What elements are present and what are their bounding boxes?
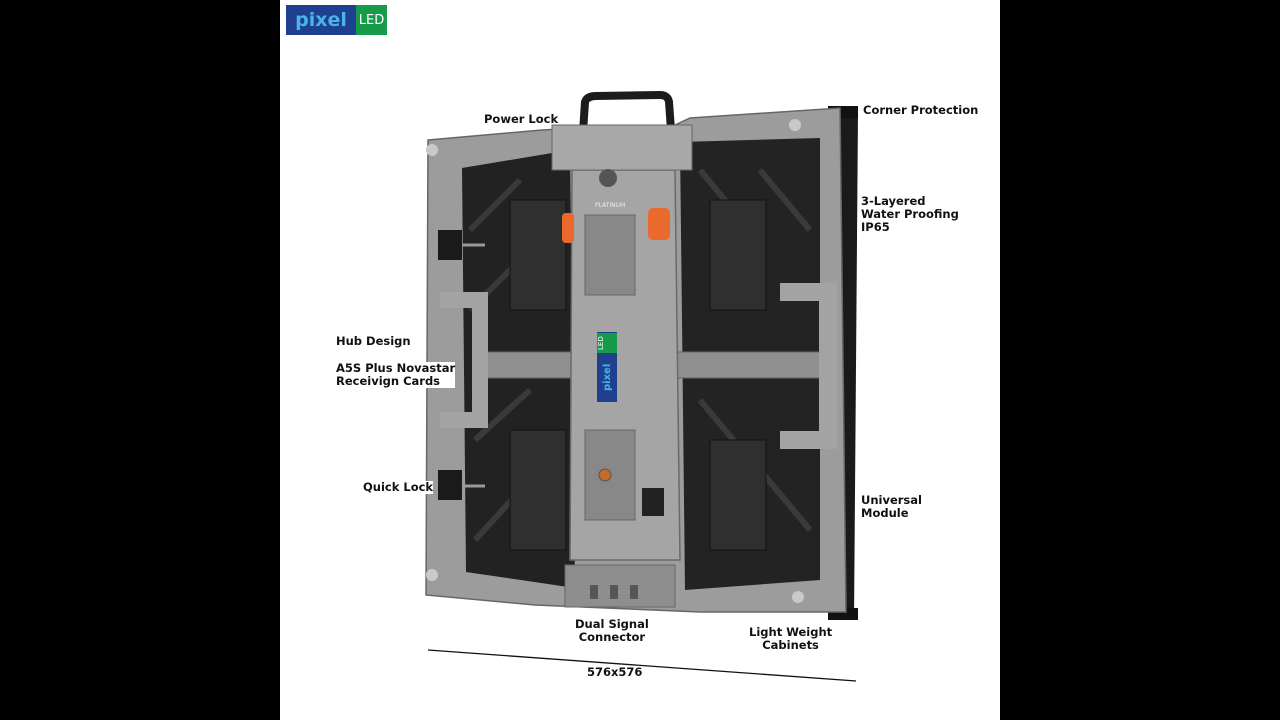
carry-handle <box>579 90 675 133</box>
label-power-lock: Power Lock <box>484 112 559 126</box>
panel-badge-word: pixel <box>601 363 613 391</box>
panel-badge: LED pixel <box>597 332 617 402</box>
logo-suffix: LED <box>356 5 387 35</box>
label-light-weight: Light Weight Cabinets <box>749 625 833 652</box>
label-dual-signal: Dual Signal Connector <box>575 617 649 644</box>
brand-logo: pixel LED <box>286 5 387 35</box>
label-hub-design: Hub Design <box>336 334 411 348</box>
product-canvas: pixel LED <box>280 0 1000 720</box>
platinum-label: PLATINUM <box>595 202 625 209</box>
power-lock-left <box>562 213 574 243</box>
panel-badge-suffix: LED <box>597 333 617 353</box>
label-dimension: 576x576 <box>587 665 643 679</box>
label-universal-module: Universal Module <box>861 493 922 520</box>
led-cabinet-illustration: PLATINUM <box>425 90 858 682</box>
label-corner-protection: Corner Protection <box>863 103 979 117</box>
label-water-proofing: 3-Layered Water Proofing IP65 <box>861 194 959 234</box>
logo-word: pixel <box>286 5 356 35</box>
label-quick-lock: Quick Lock <box>363 480 434 494</box>
power-lock-right <box>648 208 670 240</box>
dimension-line <box>427 649 857 682</box>
label-receiving-cards: A5S Plus Novastar Receivign Cards <box>336 361 456 388</box>
